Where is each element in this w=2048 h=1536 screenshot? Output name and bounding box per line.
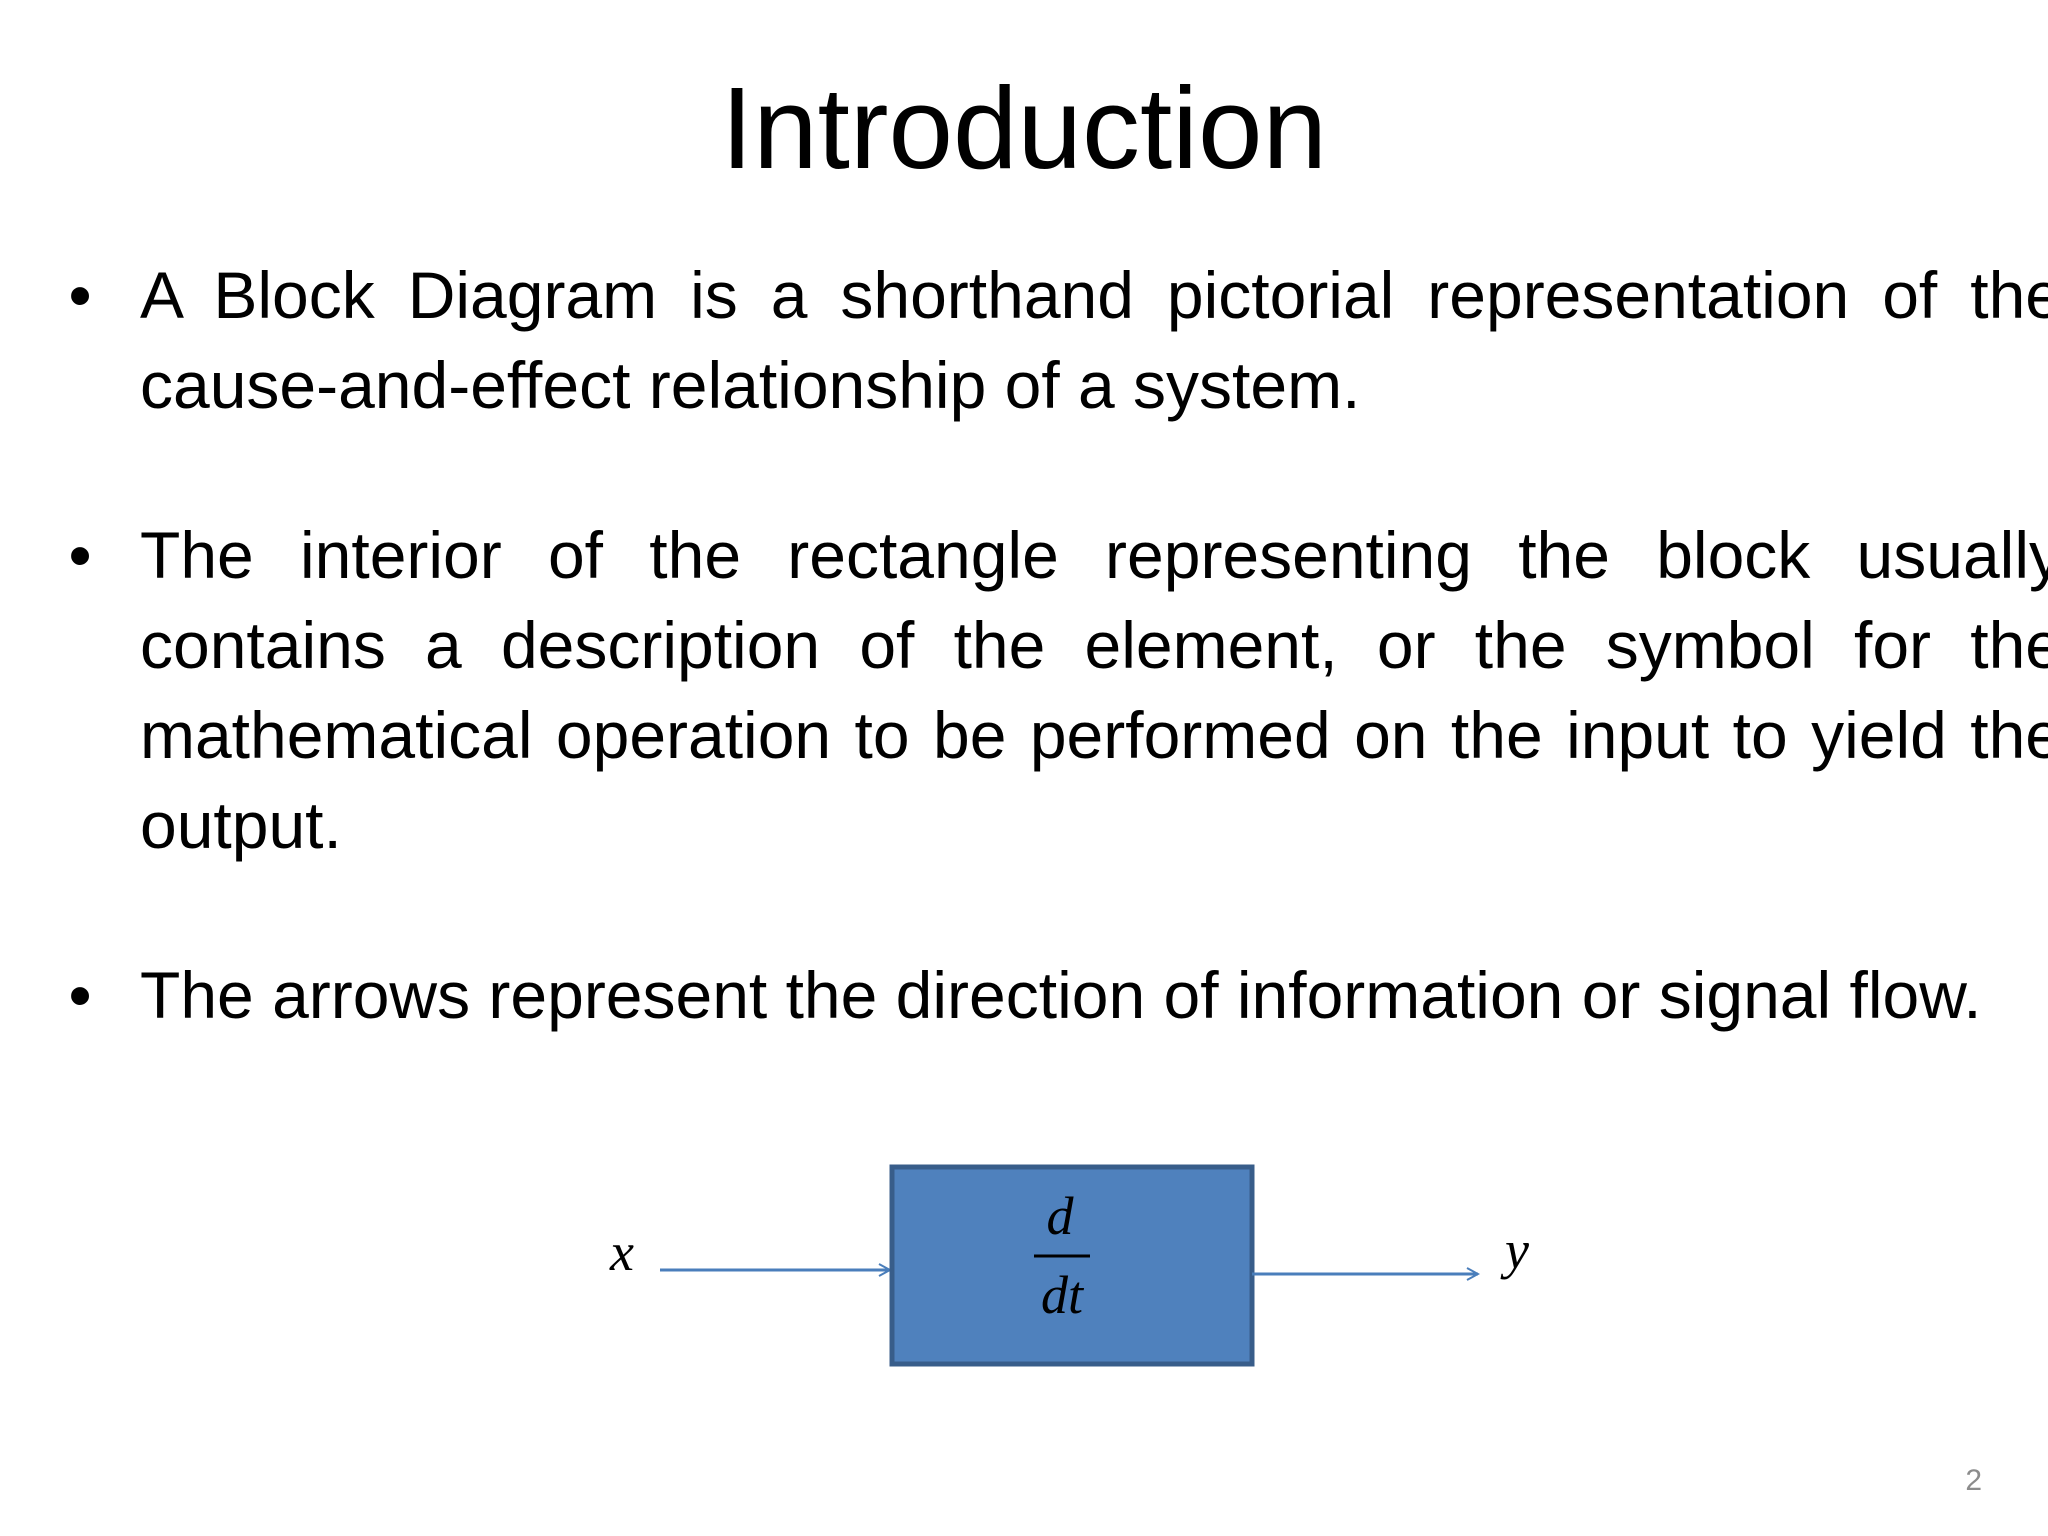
bullet-text: The interior of the rectangle representi… — [140, 518, 2048, 862]
bullet-text: The arrows represent the direction of in… — [140, 958, 1982, 1032]
bullet-item: • The interior of the rectangle represen… — [60, 510, 2048, 870]
input-label: x — [609, 1222, 634, 1282]
output-label: y — [1500, 1220, 1529, 1280]
bullet-list: • A Block Diagram is a shorthand pictori… — [60, 250, 2048, 1040]
block-numerator: d — [1047, 1186, 1075, 1246]
bullet-item: • A Block Diagram is a shorthand pictori… — [60, 250, 2048, 430]
block-diagram: x d dt y — [560, 1140, 1560, 1380]
block-diagram-svg: x d dt y — [609, 1164, 1529, 1367]
slide-title: Introduction — [720, 63, 1328, 193]
system-block — [889, 1164, 1255, 1367]
bullet-dot: • — [68, 518, 92, 592]
bullet-dot: • — [68, 958, 92, 1032]
bullet-text: A Block Diagram is a shorthand pictorial… — [140, 258, 2048, 422]
block-denominator: dt — [1041, 1265, 1085, 1325]
bullet-item: • The arrows represent the direction of … — [60, 950, 2040, 1040]
page-number: 2 — [1965, 1464, 1982, 1497]
bullet-dot: • — [68, 258, 92, 332]
